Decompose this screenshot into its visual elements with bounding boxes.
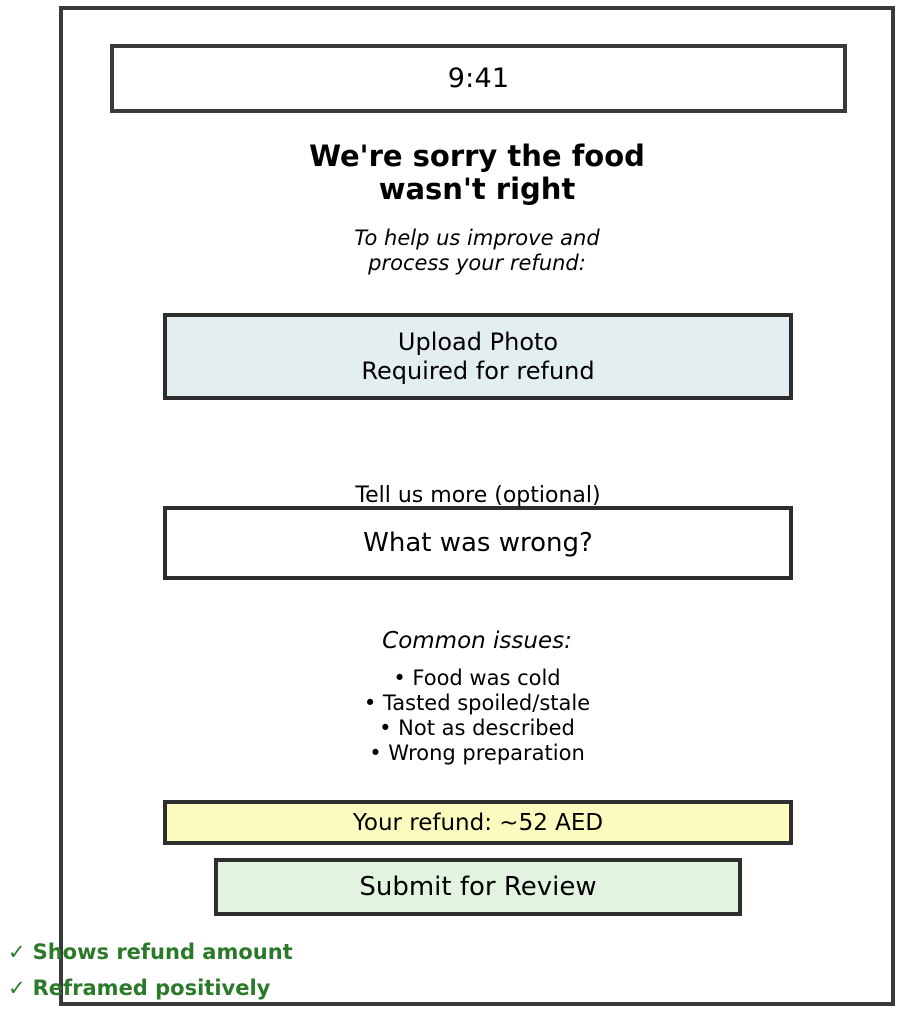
annotation-item: ✓Reframed positively — [8, 970, 293, 1006]
annotation-label: Reframed positively — [32, 976, 271, 1000]
check-icon: ✓ — [8, 976, 26, 1000]
list-item: • Food was cold — [393, 666, 561, 690]
refund-amount-text: Your refund: ~52 AED — [352, 809, 604, 836]
feedback-field-label: Tell us more (optional) — [355, 483, 601, 508]
page-subtitle-line-1: To help us improve and — [354, 226, 600, 250]
feedback-input-placeholder: What was wrong? — [363, 528, 593, 558]
feedback-input[interactable]: What was wrong? — [163, 506, 793, 580]
check-icon: ✓ — [8, 940, 26, 964]
page-title-line-1: We're sorry the food — [309, 139, 645, 173]
upload-photo-button[interactable]: Upload Photo Required for refund — [163, 313, 793, 400]
list-item: • Wrong preparation — [369, 741, 585, 765]
annotation-list: ✓Shows refund amount ✓Reframed positivel… — [8, 934, 293, 1006]
upload-photo-hint: Required for refund — [361, 356, 595, 385]
list-item: • Not as described — [379, 716, 575, 740]
refund-amount-banner: Your refund: ~52 AED — [163, 800, 793, 845]
annotation-label: Shows refund amount — [32, 940, 293, 964]
common-issues-title: Common issues: — [382, 628, 572, 654]
submit-for-review-button[interactable]: Submit for Review — [214, 858, 742, 916]
page-title-line-2: wasn't right — [378, 172, 576, 206]
page-subtitle: To help us improve and process your refu… — [59, 226, 895, 276]
status-bar-time: 9:41 — [447, 63, 510, 94]
annotation-item: ✓Shows refund amount — [8, 934, 293, 970]
submit-for-review-label: Submit for Review — [359, 872, 597, 902]
list-item: • Tasted spoiled/stale — [363, 691, 591, 715]
page-title: We're sorry the food wasn't right — [59, 140, 895, 206]
page-subtitle-line-2: process your refund: — [368, 251, 586, 275]
upload-photo-label: Upload Photo — [397, 327, 559, 356]
common-issues-list: • Food was cold • Tasted spoiled/stale •… — [59, 666, 895, 766]
status-bar: 9:41 — [110, 44, 847, 113]
